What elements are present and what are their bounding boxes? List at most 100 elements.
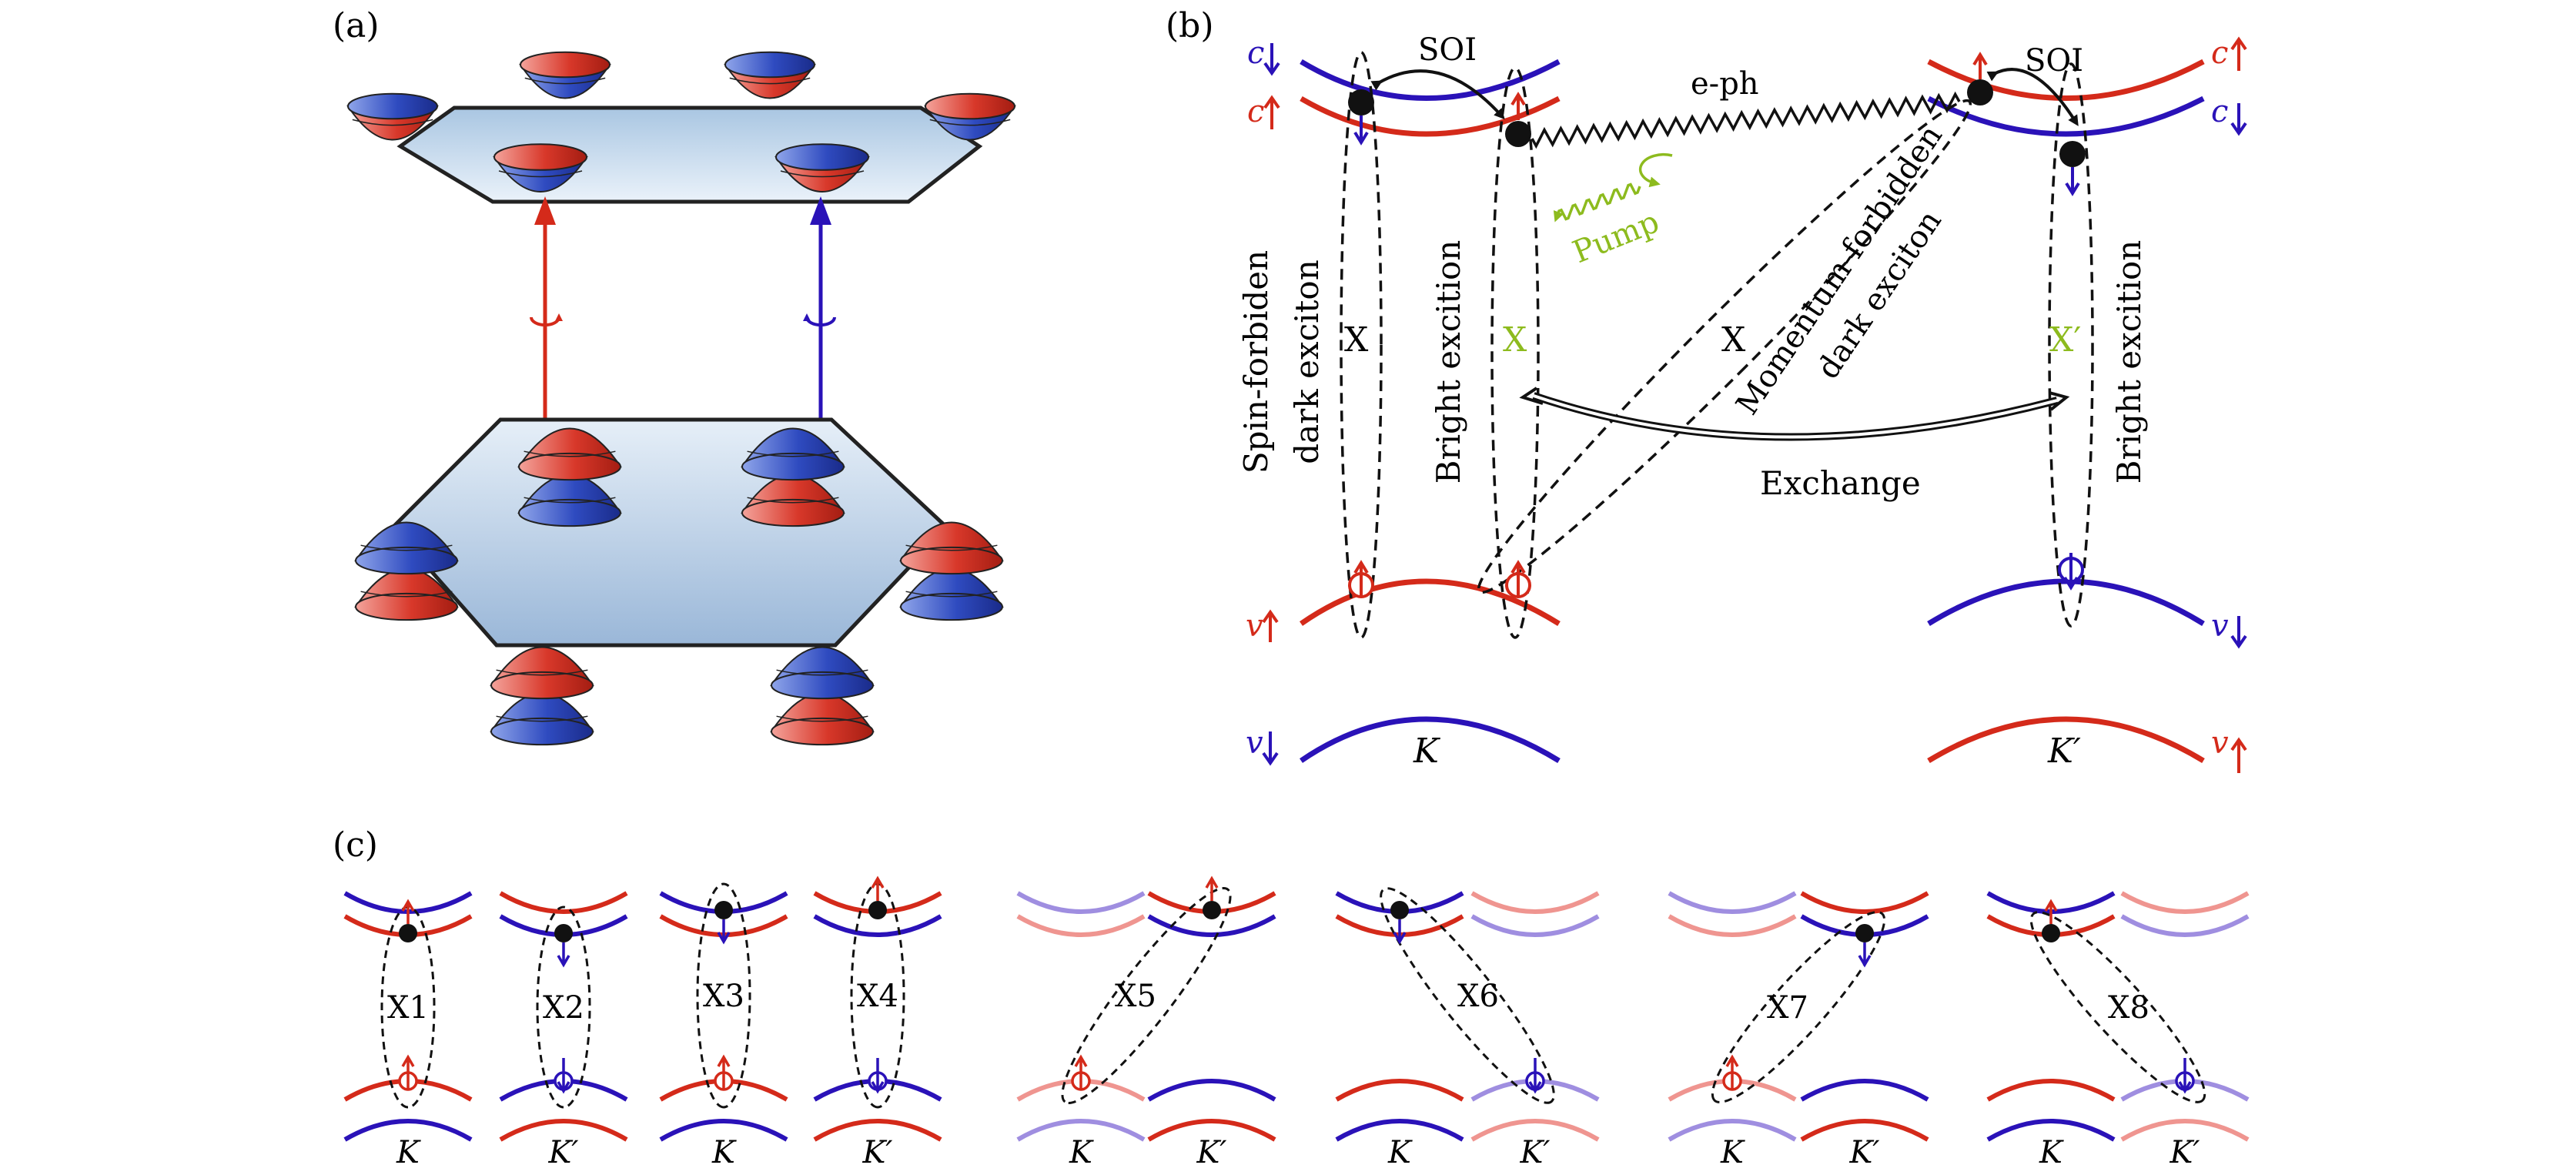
conduction-band-upper bbox=[1800, 891, 1929, 914]
sigma-minus-arrowhead bbox=[810, 196, 831, 225]
spin-up-icon bbox=[1262, 609, 1279, 642]
v-down-label-K: v bbox=[1246, 725, 1263, 761]
valley-Kp-bands: K′ bbox=[1470, 891, 1600, 1170]
spin-up-icon bbox=[1263, 95, 1280, 129]
exchange-inner-line bbox=[1533, 394, 2058, 439]
spin-up-icon bbox=[1074, 1054, 1088, 1090]
conduction-band-lower bbox=[2120, 914, 2250, 937]
momentum-forbidden-exciton-ellipse bbox=[1477, 99, 1972, 594]
spin-up-icon bbox=[1205, 875, 1219, 901]
valley-K-bands: K bbox=[1335, 891, 1464, 1170]
valley-label: K bbox=[396, 1135, 421, 1170]
valence-band-lower bbox=[1016, 1119, 1146, 1142]
valence-band-upper bbox=[1986, 1079, 2116, 1102]
exciton-X5: X5 bbox=[1061, 875, 1232, 1105]
electron-Kp-spin-down bbox=[2059, 141, 2086, 167]
valley-label: K′ bbox=[1520, 1135, 1551, 1170]
exciton-X1: X1 bbox=[380, 899, 436, 1109]
spin-up-icon bbox=[401, 899, 415, 924]
valley-cone-bottom-upper bbox=[741, 427, 845, 481]
valley-label: K′ bbox=[1849, 1135, 1880, 1170]
bottom-brillouin-plate bbox=[390, 417, 950, 648]
band-K-c-up bbox=[1300, 95, 1561, 137]
sigma-minus-polarization-icon bbox=[803, 313, 836, 326]
conduction-band-upper bbox=[499, 891, 628, 914]
valley-label: K′ bbox=[1196, 1135, 1227, 1170]
valence-band-upper bbox=[1800, 1079, 1929, 1102]
soi-label-Kp: SOI bbox=[2025, 43, 2083, 79]
valley-label: K′ bbox=[862, 1135, 893, 1170]
bright-exciton-K-ellipse bbox=[1490, 66, 1540, 639]
spin-up-icon bbox=[1510, 92, 1526, 120]
conduction-band-upper bbox=[1668, 891, 1797, 914]
panel-a-valleys bbox=[346, 51, 1016, 746]
conduction-band-lower bbox=[1668, 914, 1797, 937]
valley-cone-bottom-lower bbox=[490, 692, 594, 746]
spin-up-icon bbox=[871, 875, 885, 901]
bright-exciton-Kp-ellipse bbox=[2048, 62, 2094, 628]
valley-label: K′ bbox=[548, 1135, 579, 1170]
valley-bowl-top bbox=[346, 92, 439, 141]
spin-up-icon bbox=[1510, 560, 1526, 598]
spin-down-icon bbox=[1262, 731, 1279, 766]
conduction-band-lower bbox=[1147, 914, 1276, 937]
conduction-band-upper bbox=[2120, 891, 2250, 914]
electron bbox=[868, 901, 887, 919]
eph-label: e-ph bbox=[1691, 66, 1759, 102]
valley-cone-bottom-lower bbox=[354, 567, 459, 621]
exciton-X6: X6 bbox=[1380, 887, 1555, 1104]
exciton-label: X7 bbox=[1767, 990, 1808, 1026]
band-Kp-v-down bbox=[1927, 578, 2205, 626]
valley-cone-bottom-upper bbox=[770, 646, 875, 700]
electron-Kp-spin-up bbox=[1967, 79, 1993, 105]
spin-up-icon bbox=[401, 1054, 415, 1090]
electron bbox=[1390, 901, 1409, 919]
valley-cone-bottom-upper bbox=[899, 521, 1004, 575]
v-down-label-Kp: v bbox=[2211, 608, 2229, 644]
exciton-X3: X3 bbox=[696, 882, 751, 1109]
spin-down-icon bbox=[557, 1058, 570, 1094]
valley-cone-bottom-upper bbox=[354, 521, 459, 575]
valley-bowl-top bbox=[924, 92, 1016, 141]
valence-band-lower bbox=[1470, 1119, 1600, 1142]
electron bbox=[399, 924, 417, 942]
spin-down-icon bbox=[2065, 167, 2080, 196]
sigma-plus-polarization-icon bbox=[530, 313, 563, 326]
valley-cone-bottom-lower bbox=[770, 692, 875, 746]
exciton-label: X2 bbox=[543, 990, 584, 1026]
electron bbox=[714, 901, 733, 919]
electron bbox=[2042, 924, 2060, 942]
valley-cone-bottom-upper bbox=[490, 646, 594, 700]
x-bright-K: X bbox=[1503, 320, 1527, 360]
valley-cone-bottom-lower bbox=[899, 567, 1004, 621]
electron-phonon-wavy-line bbox=[1531, 91, 1961, 149]
panel-a-label: (a) bbox=[333, 6, 380, 45]
spin-forbidden-label-1: Spin-forbiden bbox=[1237, 250, 1275, 474]
v-up-label-K: v bbox=[1246, 608, 1263, 644]
valley-Kp-label: K′ bbox=[2047, 731, 2081, 771]
spin-down-icon bbox=[871, 1058, 885, 1094]
band-K-v-up bbox=[1300, 578, 1561, 626]
exchange-arrowhead-left bbox=[1519, 387, 1544, 405]
electron-K-spin-up bbox=[1505, 121, 1531, 147]
exciton-label: X1 bbox=[387, 990, 429, 1026]
valley-Kp-bands: K′ bbox=[1800, 891, 1929, 1170]
valence-band-lower bbox=[1800, 1119, 1929, 1142]
valley-label: K′ bbox=[2170, 1135, 2200, 1170]
c-up-label-Kp: c bbox=[2211, 35, 2228, 71]
bright-exciton-Kp-label: Bright excition bbox=[2110, 240, 2148, 484]
spin-up-icon bbox=[1725, 1054, 1739, 1090]
conduction-band-upper bbox=[1470, 891, 1600, 914]
valley-label: K bbox=[1069, 1135, 1094, 1170]
spin-down-icon bbox=[2063, 553, 2079, 591]
x-momentum: X bbox=[1721, 320, 1746, 360]
c-down-label-K: c bbox=[1247, 35, 1264, 71]
exciton-label: X3 bbox=[703, 979, 744, 1014]
valley-label: K bbox=[711, 1135, 737, 1170]
valley-cone-bottom-lower bbox=[517, 474, 622, 527]
band-K-v-down bbox=[1300, 716, 1561, 763]
spin-forbidden-exciton-ellipse bbox=[1340, 51, 1383, 639]
electron bbox=[1203, 901, 1221, 919]
exciton-X4: X4 bbox=[850, 875, 905, 1109]
